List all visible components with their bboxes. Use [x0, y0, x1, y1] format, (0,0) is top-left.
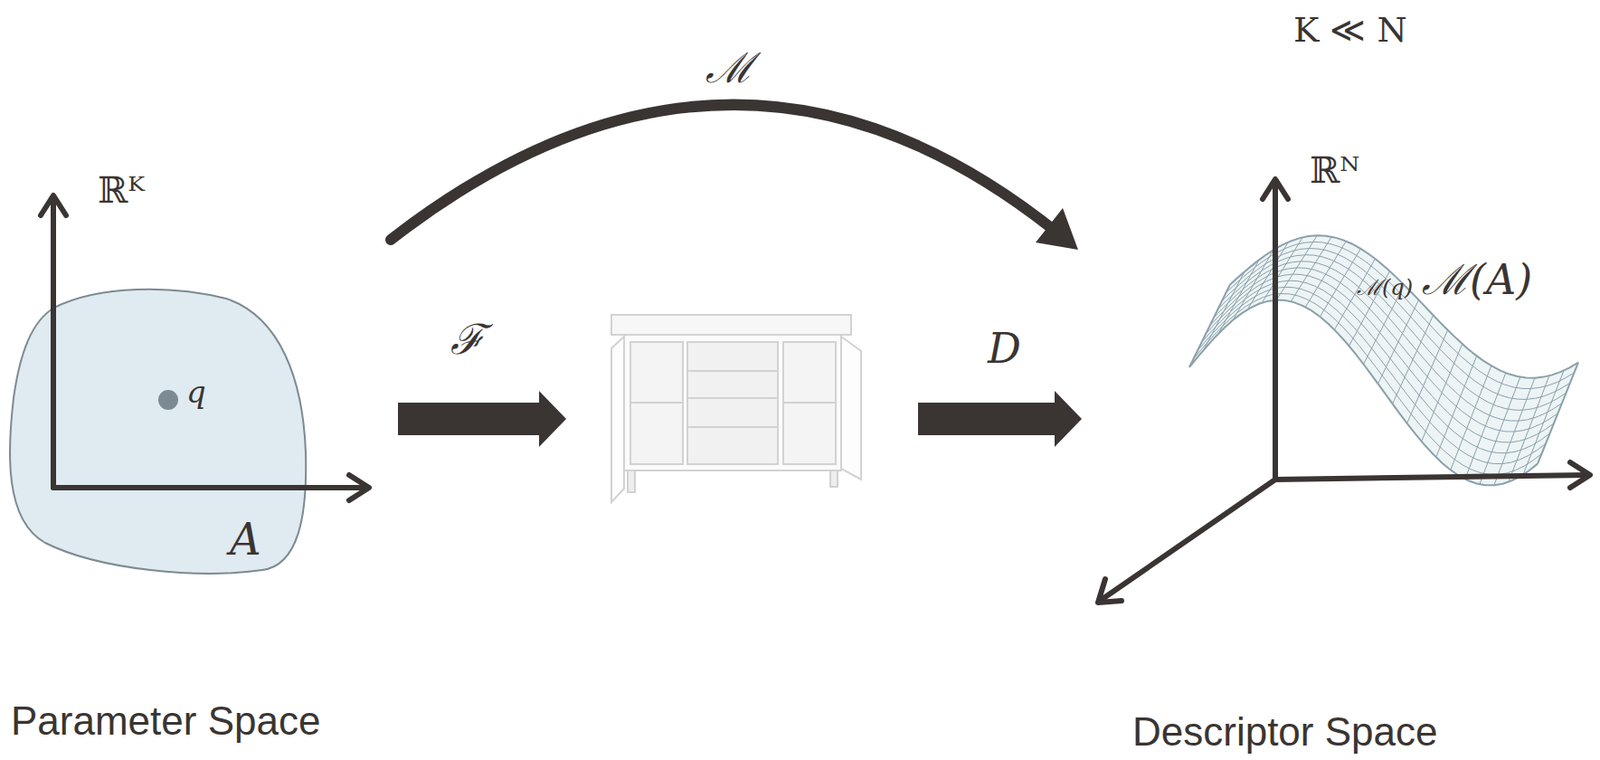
mesh-line [1197, 286, 1546, 464]
caption-label: Descriptor Space [1132, 711, 1438, 752]
caption-label: Parameter Space [10, 700, 321, 741]
space-label: ℝᴷ [97, 171, 145, 209]
point-label: q [186, 376, 207, 408]
dimension-note: K ≪ N [1293, 12, 1408, 48]
image-label: ℳ(A) [1421, 258, 1533, 301]
mesh-line [1193, 293, 1543, 475]
region-label: A [229, 517, 262, 561]
cabinet-illustration [611, 314, 862, 502]
block-arrow [397, 390, 567, 447]
mesh-line [1189, 300, 1538, 486]
map-label: ℳ [705, 47, 754, 89]
parameter-axes [40, 195, 370, 501]
map-label: ℱ [450, 318, 485, 360]
descriptor-axes [1098, 179, 1591, 603]
mesh-line [1226, 241, 1575, 389]
map-label: D [987, 327, 1022, 370]
space-label: ℝᴺ [1309, 151, 1360, 189]
point-q [158, 389, 179, 410]
manifold-surface [1189, 235, 1579, 485]
mesh-line [1230, 235, 1579, 378]
mapping-arrow [390, 104, 1079, 250]
mesh-line [1202, 280, 1551, 454]
image-label: ℳ(q) [1356, 276, 1413, 299]
block-arrow [918, 390, 1082, 447]
surface-fill [1189, 235, 1579, 485]
